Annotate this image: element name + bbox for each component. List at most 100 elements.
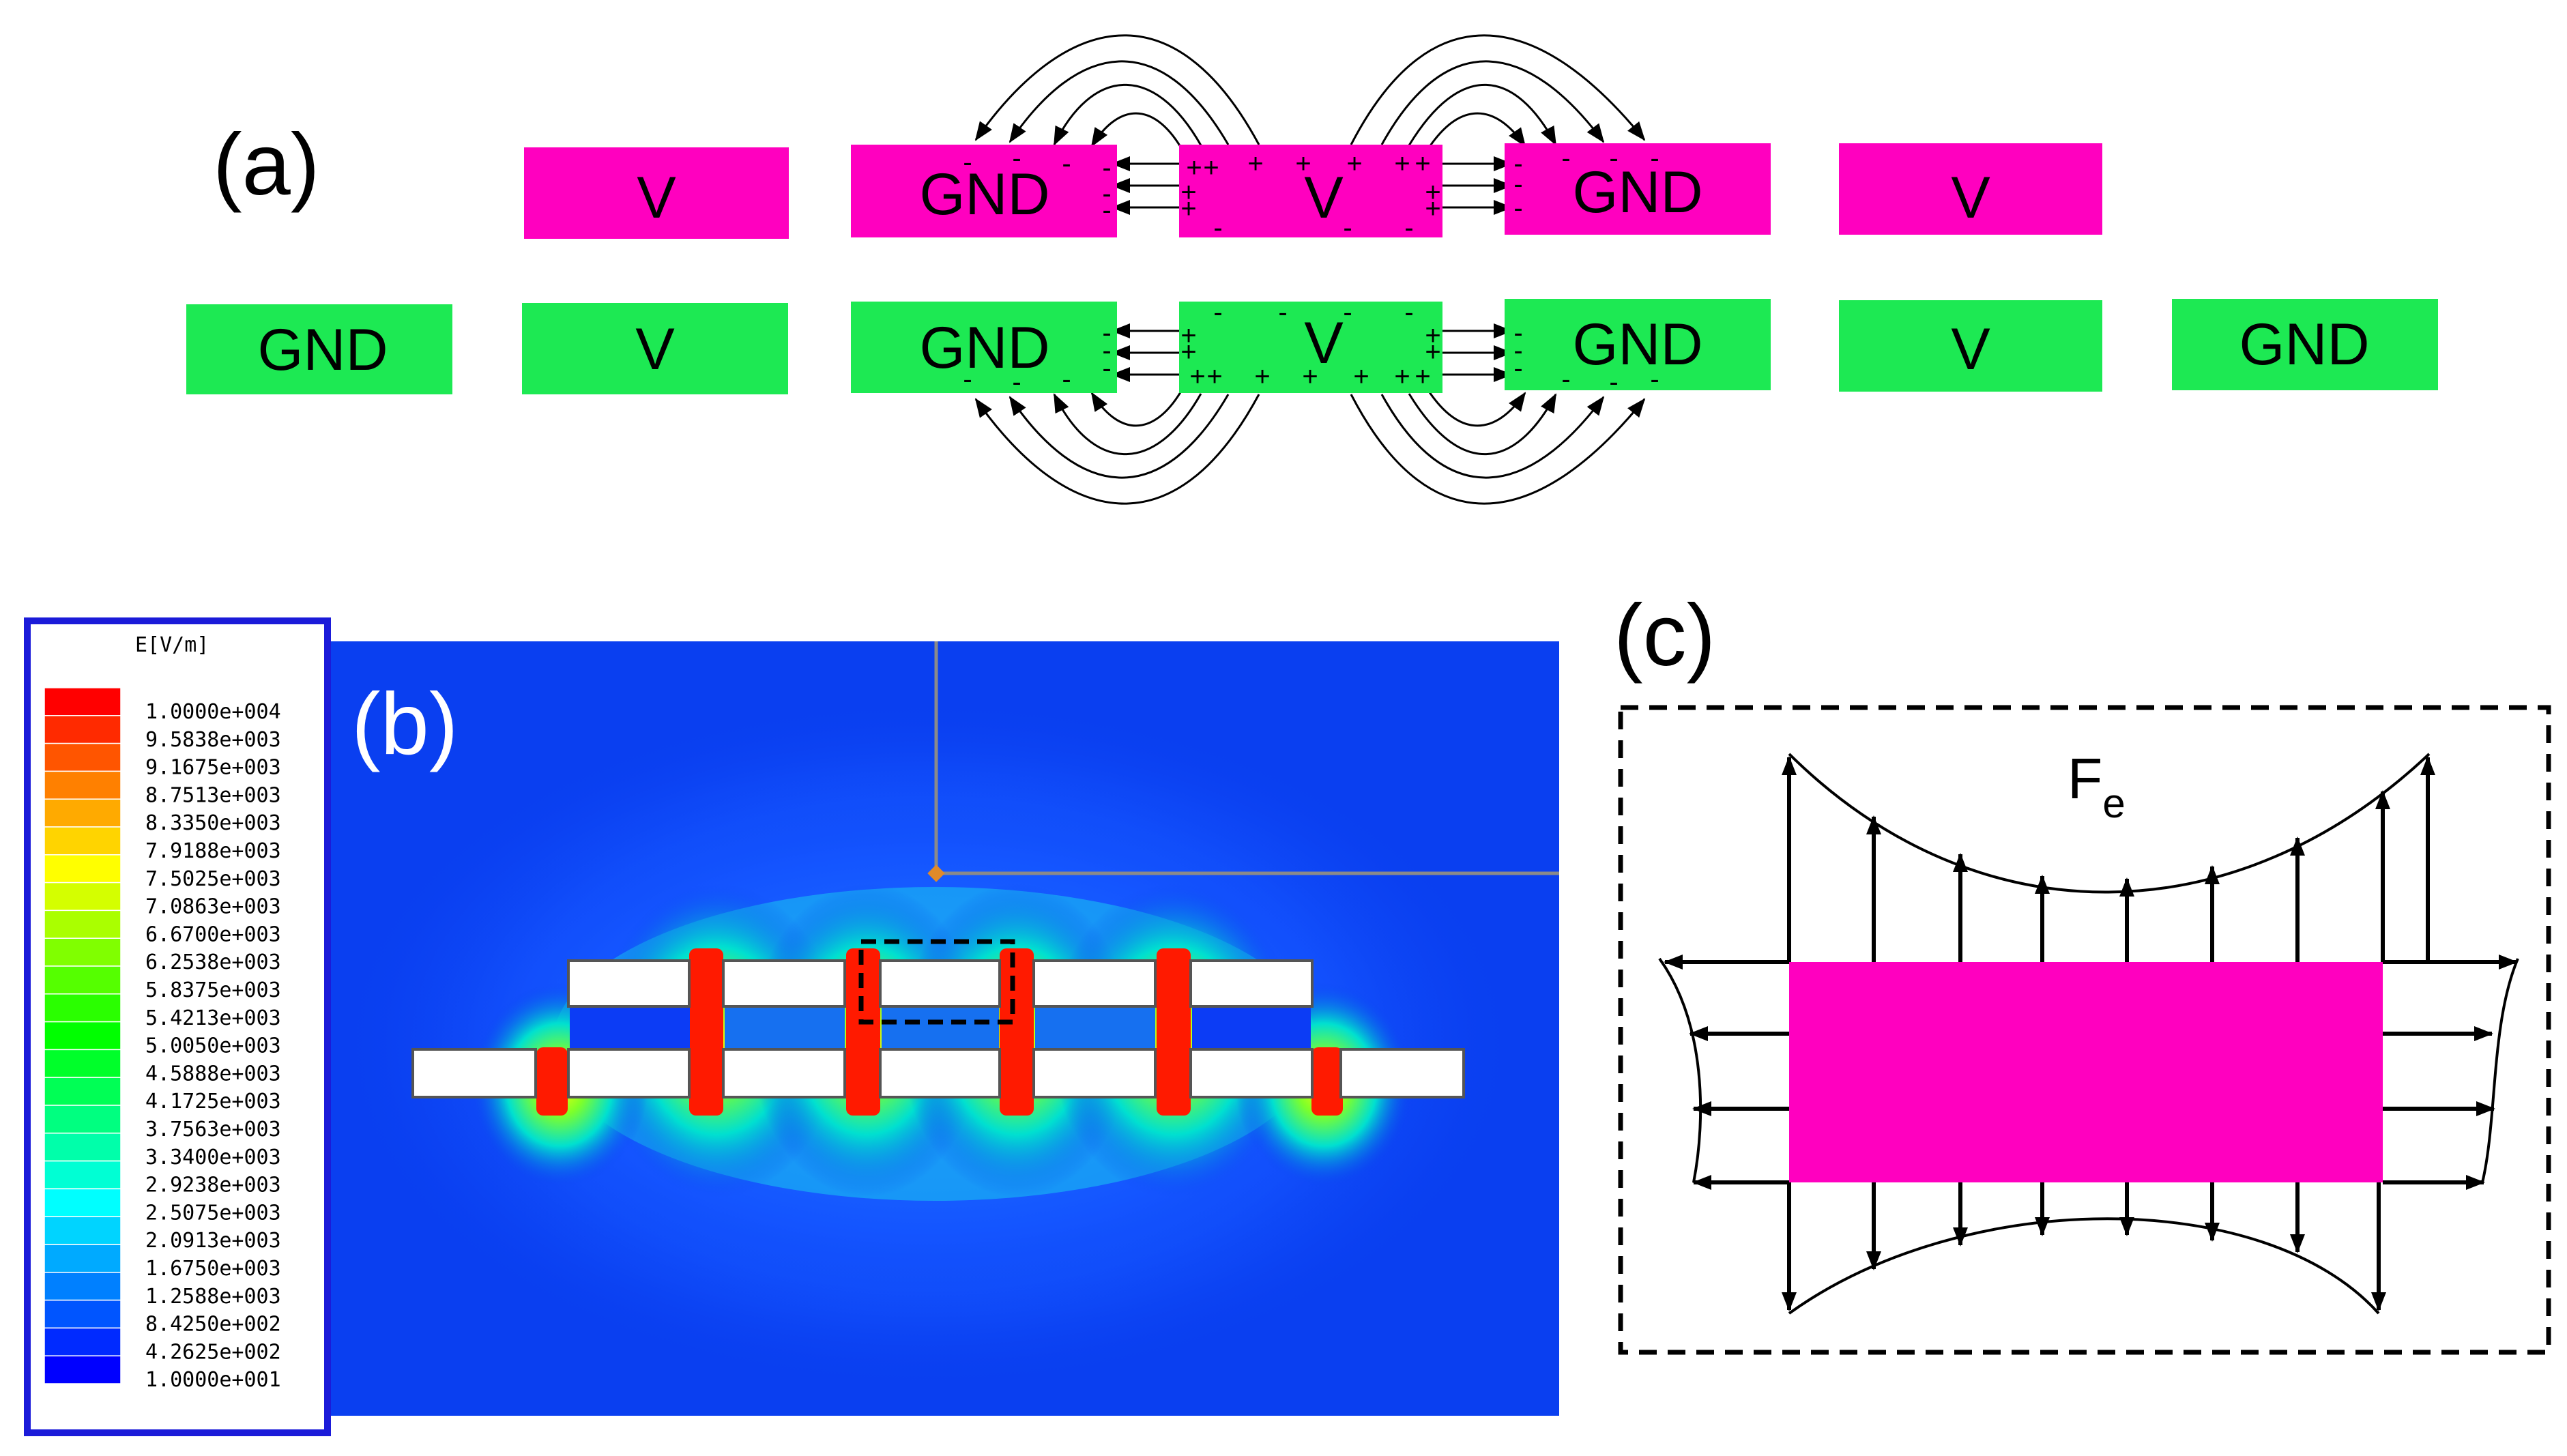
legend-value: 4.2625e+002 (145, 1340, 281, 1364)
svg-text:-: - (1278, 297, 1287, 327)
legend-value: 2.9238e+003 (145, 1174, 281, 1197)
panel-b-label: (b) (351, 675, 458, 773)
svg-text:-: - (1343, 297, 1352, 327)
svg-text:-: - (1102, 153, 1111, 183)
legend-swatch (44, 909, 121, 939)
svg-text:-: - (1343, 213, 1352, 243)
legend-value: 3.3400e+003 (145, 1146, 281, 1169)
svg-text:-: - (1102, 195, 1111, 225)
top-block-gnd-2-label: GND (1572, 160, 1702, 225)
bottom-block-gnd-3-label: GND (1572, 312, 1702, 377)
bottom-block-gnd-1 (186, 304, 452, 394)
svg-text:-: - (1561, 364, 1570, 394)
svg-text:-: - (1102, 336, 1111, 366)
legend-swatch (44, 715, 121, 744)
top-block-v-1-label: V (637, 165, 676, 231)
legend-swatch (44, 742, 121, 772)
field-lines-bottom (974, 323, 1646, 505)
svg-text:+: + (1189, 362, 1205, 392)
legend-swatch (44, 826, 121, 856)
zoom-inset-box (1618, 705, 2551, 1355)
bottom-block-v-1-label: V (635, 317, 674, 382)
legend-swatch (44, 1355, 121, 1384)
legend-value: 6.6700e+003 (145, 922, 281, 946)
legend-value: 4.1725e+003 (145, 1090, 281, 1113)
svg-text:+: + (1295, 149, 1311, 179)
svg-text:+: + (1394, 362, 1410, 392)
svg-text:-: - (1404, 213, 1413, 243)
zoom-region-box (858, 939, 1015, 1025)
bottom-block-gnd-1-label: GND (257, 317, 388, 383)
svg-text:+: + (1254, 362, 1270, 392)
legend-swatch (44, 798, 121, 828)
bottom-block-gnd-2 (851, 302, 1117, 393)
legend-value: 2.5075e+003 (145, 1201, 281, 1225)
top-block-v-1 (524, 147, 789, 239)
svg-text:+: + (1180, 321, 1196, 351)
top-block-v-3-label: V (1951, 165, 1990, 231)
svg-text:-: - (1513, 318, 1522, 348)
svg-text:-: - (1650, 364, 1659, 394)
legend-value: 1.0000e+001 (145, 1368, 281, 1392)
legend-value: 7.5025e+003 (145, 867, 281, 891)
svg-text:-: - (1404, 297, 1413, 327)
top-block-gnd-1 (851, 145, 1117, 237)
legend-value: 6.2538e+003 (145, 950, 281, 974)
legend-swatch (44, 1160, 121, 1190)
bottom-block-v-2 (1179, 302, 1442, 393)
bottom-block-v-3-label: V (1951, 317, 1990, 382)
legend-swatch (44, 1188, 121, 1217)
legend-value: 7.0863e+003 (145, 895, 281, 919)
legend-swatch (44, 687, 121, 716)
svg-text:-: - (1513, 336, 1522, 366)
legend-swatch (44, 1272, 121, 1301)
legend-value: 2.0913e+003 (145, 1229, 281, 1253)
legend-swatch (44, 1216, 121, 1245)
svg-text:+: + (1425, 321, 1440, 351)
legend-swatch (44, 1299, 121, 1329)
svg-text:-: - (963, 364, 972, 394)
legend-scale: 1.0000e+0049.5838e+0039.1675e+0038.7513e… (44, 687, 281, 1392)
svg-text:+: + (1302, 362, 1318, 392)
top-block-gnd-2 (1505, 143, 1771, 235)
svg-text:+: + (1180, 194, 1196, 224)
svg-text:+: + (1394, 149, 1410, 179)
legend-swatch (44, 1327, 121, 1356)
bottom-block-v-1 (522, 303, 788, 394)
legend-value: 1.2588e+003 (145, 1285, 281, 1309)
svg-text:-: - (1650, 143, 1659, 173)
top-block-v-3 (1839, 143, 2102, 235)
svg-text:-: - (1513, 193, 1522, 223)
legend-swatch (44, 1077, 121, 1106)
svg-text:-: - (1609, 367, 1618, 397)
legend-swatch (44, 1105, 121, 1134)
svg-text:-: - (1012, 143, 1021, 173)
force-arrows (1664, 756, 2518, 1311)
svg-text:+: + (1425, 177, 1440, 207)
surface-charges-bottom: - - - - - - - + + + + + + + + + + + - - … (963, 297, 1659, 397)
svg-text:-: - (1561, 143, 1570, 173)
svg-text:-: - (1213, 297, 1222, 327)
legend-swatch (44, 993, 121, 1023)
svg-text:-: - (1012, 367, 1021, 397)
svg-text:-: - (1213, 213, 1222, 243)
force-label: Fe (2068, 746, 2126, 826)
legend-swatch (44, 854, 121, 884)
svg-text:+: + (1203, 153, 1219, 183)
bottom-block-v-3 (1839, 300, 2102, 392)
legend-value: 4.5888e+003 (145, 1062, 281, 1086)
bottom-block-gnd-2-label: GND (919, 315, 1049, 381)
svg-text:-: - (1062, 149, 1071, 179)
svg-text:-: - (1102, 179, 1111, 209)
bottom-block-gnd-4 (2172, 299, 2438, 390)
svg-text:-: - (963, 147, 972, 177)
panel-c: (c) (1614, 587, 2551, 1355)
legend-swatch (44, 937, 121, 967)
legend-value: 1.0000e+004 (145, 700, 281, 724)
legend-value: 7.9188e+003 (145, 839, 281, 863)
field-plot (331, 641, 1559, 1416)
panel-c-label: (c) (1614, 587, 1715, 684)
legend-value: 9.5838e+003 (145, 728, 281, 752)
svg-text:+: + (1180, 177, 1196, 207)
